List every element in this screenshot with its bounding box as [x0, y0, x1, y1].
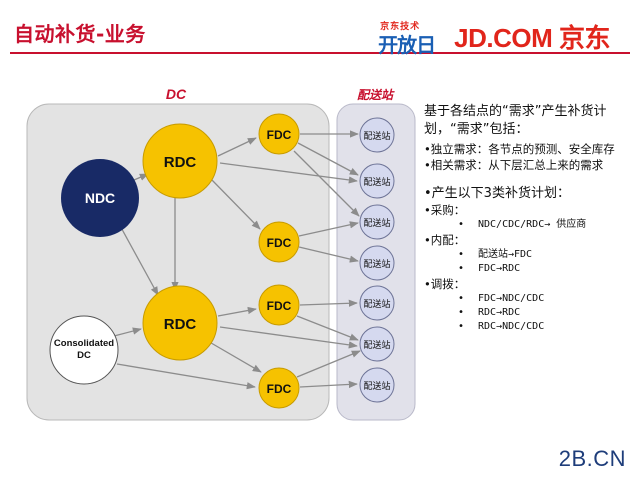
node-ndc: NDC [61, 159, 139, 237]
logo-big-text: 开放日 [378, 32, 436, 57]
arrow-rdc2-fdc4 [205, 339, 262, 373]
arrow-rdc2-s6 [219, 326, 358, 349]
plans-heading: •产生以下3类补货计划： [424, 186, 570, 201]
arrow-cdc-fdc4 [116, 363, 256, 390]
fdc-4-label: FDC [267, 382, 292, 396]
fdc-1-label: FDC [267, 128, 292, 142]
arrow-fdc1-s2 [297, 142, 359, 176]
title-divider [10, 52, 630, 54]
brand-logos: 京东技术 开放日 JD.COM 京东 [378, 18, 610, 57]
station-5-label: 配送站 [363, 298, 390, 310]
flow-arrows [113, 130, 361, 390]
jd-logo: JD.COM 京东 [454, 23, 610, 53]
list-item: FDC→RDC [458, 262, 634, 276]
transfer-list: FDC→NDC/CDC RDC→RDC RDC→NDC/CDC [424, 292, 634, 334]
fdc-2-label: FDC [267, 236, 292, 250]
station-6-label: 配送站 [363, 339, 390, 351]
station-7-label: 配送站 [363, 380, 390, 392]
station-7: 配送站 [359, 367, 395, 403]
purchase-list: NDC/CDC/RDC→ 供应商 [424, 218, 634, 232]
arrow-fdc4-s7 [299, 380, 358, 389]
station-3-label: 配送站 [363, 217, 390, 229]
station-4-label: 配送站 [363, 258, 390, 270]
station-4: 配送站 [359, 245, 395, 281]
arrow-fdc2-s3 [298, 221, 359, 237]
station-5: 配送站 [359, 285, 395, 321]
arrow-fdc3-s5 [299, 299, 358, 307]
slide-title: 自动补货-业务 [14, 22, 146, 46]
station-2-label: 配送站 [363, 176, 390, 188]
logo-small-text: 京东技术 [380, 21, 421, 32]
station-6: 配送站 [359, 326, 395, 362]
list-item: RDC→NDC/CDC [458, 320, 634, 334]
fdc-3-label: FDC [267, 299, 292, 313]
arrow-rdc1-s2 [219, 162, 358, 184]
node-fdc-4: FDC [258, 367, 300, 409]
station-1-label: 配送站 [363, 130, 390, 142]
supply-network-diagram: DC 配送站 NDC RDC RDC Consolid [26, 86, 416, 421]
arrow-cdc-rdc2 [113, 327, 142, 337]
consolidated-label-line2: DC [77, 350, 91, 361]
arrow-rdc1-fdc2 [209, 177, 261, 230]
arrow-rdc2-fdc3 [217, 306, 257, 317]
list-item: 配送站→FDC [458, 248, 634, 262]
node-rdc-top: RDC [142, 123, 218, 199]
arrow-fdc4-s6 [296, 350, 361, 378]
rdc-bottom-label: RDC [164, 316, 197, 333]
category-purchase: •采购： [424, 203, 466, 217]
station-3: 配送站 [359, 204, 395, 240]
node-fdc-2: FDC [258, 221, 300, 263]
station-1: 配送站 [359, 117, 395, 153]
arrow-fdc2-s4 [298, 246, 359, 263]
node-consolidated-dc: Consolidated DC [49, 315, 119, 385]
explanation-panel: 基于各结点的“需求”产生补货计划，“需求”包括： •独立需求：各节点的预测、安全… [424, 103, 634, 334]
consolidated-label-line1: Consolidated [54, 338, 114, 349]
arrow-fdc1-s3 [293, 150, 360, 217]
list-item: FDC→NDC/CDC [458, 292, 634, 306]
bullet-independent-demand: •独立需求：各节点的预测、安全库存 [424, 142, 615, 156]
ndc-label: NDC [85, 190, 115, 206]
list-item: NDC/CDC/RDC→ 供应商 [458, 218, 634, 232]
category-transfer: •调拨： [424, 277, 466, 291]
rdc-top-label: RDC [164, 154, 197, 171]
arrow-fdc3-s6 [296, 315, 359, 341]
arrow-rdc1-fdc1 [217, 137, 257, 157]
station-2: 配送站 [359, 163, 395, 199]
jd-tech-open-day-logo: 京东技术 开放日 [378, 21, 444, 57]
node-rdc-bottom: RDC [142, 285, 218, 361]
intro-text: 基于各结点的“需求”产生补货计划，“需求”包括： [424, 104, 607, 137]
category-internal: •内配： [424, 233, 466, 247]
node-fdc-3: FDC [258, 284, 300, 326]
list-item: RDC→RDC [458, 306, 634, 320]
bullet-dependent-demand: •相关需求：从下层汇总上来的需求 [424, 158, 604, 172]
station-group-label: 配送站 [357, 88, 395, 102]
arrow-ndc-rdc2 [117, 221, 159, 296]
internal-list: 配送站→FDC FDC→RDC [424, 248, 634, 276]
node-fdc-1: FDC [258, 113, 300, 155]
site-watermark: 2B.CN [558, 446, 626, 471]
dc-label: DC [166, 86, 187, 102]
